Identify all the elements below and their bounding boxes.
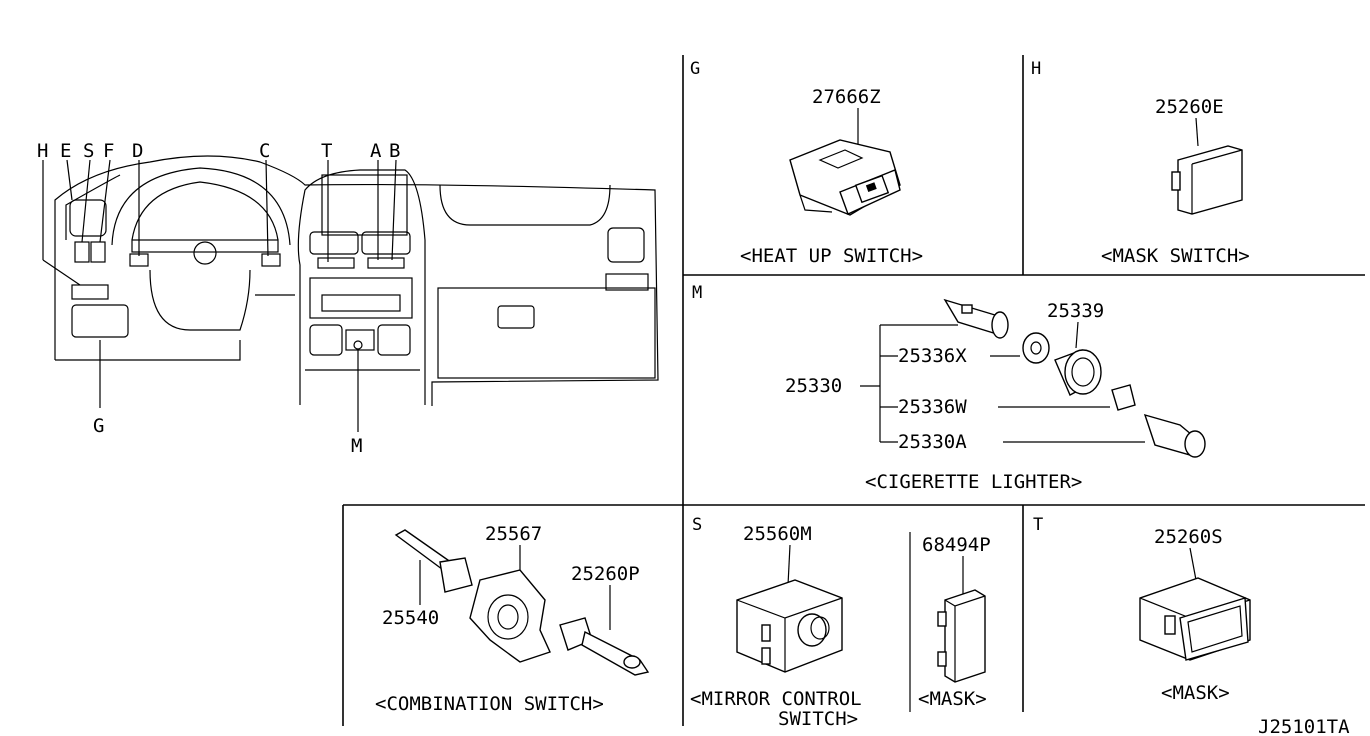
caption-mirror-control-switch: SWITCH> bbox=[778, 708, 858, 730]
panel-s-letter: S bbox=[692, 515, 702, 535]
panel-t: T 25260S <MASK> bbox=[1033, 515, 1251, 704]
part-number-25567: 25567 bbox=[485, 523, 542, 545]
panel-m-letter: M bbox=[692, 283, 702, 303]
part-number-25336w: 25336W bbox=[898, 396, 967, 418]
part-number-25336x: 25336X bbox=[898, 345, 967, 367]
panel-t-letter: T bbox=[1033, 515, 1043, 535]
panel-frame bbox=[342, 55, 1365, 726]
part-number-25260s: 25260S bbox=[1154, 526, 1223, 548]
caption-cigerette-lighter: <CIGERETTE LIGHTER> bbox=[865, 471, 1082, 493]
callout-b: B bbox=[389, 140, 400, 162]
mask-illustration-s bbox=[937, 589, 986, 683]
caption-mirror-control: <MIRROR CONTROL bbox=[690, 688, 862, 710]
panel-g: G 27666Z <HEAT UP SWITCH> bbox=[690, 59, 923, 267]
dashboard-illustration bbox=[54, 155, 659, 406]
part-number-25260e: 25260E bbox=[1155, 96, 1224, 118]
panel-s: S 25560M 68494P <MIRROR CONTROL SWITCH> … bbox=[690, 515, 991, 730]
caption-heat-up-switch: <HEAT UP SWITCH> bbox=[740, 245, 923, 267]
part-number-25330a: 25330A bbox=[898, 431, 967, 453]
dashboard-leaders bbox=[42, 159, 397, 432]
part-number-25330: 25330 bbox=[785, 375, 842, 397]
mirror-control-switch-illustration bbox=[736, 579, 843, 673]
mask-illustration-t bbox=[1139, 577, 1251, 661]
callout-h: H bbox=[37, 140, 48, 162]
combination-switch-illustration bbox=[394, 529, 650, 676]
panel-g-letter: G bbox=[690, 59, 700, 79]
diagram-id: J25101TA bbox=[1258, 716, 1350, 736]
panel-h: H 25260E <MASK SWITCH> bbox=[1031, 59, 1250, 267]
cigarette-lighter-illustration bbox=[943, 298, 1206, 458]
callout-m: M bbox=[351, 435, 362, 457]
callout-c: C bbox=[259, 140, 270, 162]
heat-up-switch-illustration bbox=[789, 139, 901, 216]
part-number-25540: 25540 bbox=[382, 607, 439, 629]
panel-h-letter: H bbox=[1031, 59, 1041, 79]
part-number-25260p: 25260P bbox=[571, 563, 640, 585]
caption-mask-s: <MASK> bbox=[918, 688, 987, 710]
callout-a: A bbox=[370, 140, 382, 162]
part-number-25339: 25339 bbox=[1047, 300, 1104, 322]
callout-f: F bbox=[103, 140, 114, 162]
dashboard-callouts: H E S F D C T A B G M bbox=[37, 140, 400, 457]
caption-mask-t: <MASK> bbox=[1161, 682, 1230, 704]
mask-switch-illustration bbox=[1171, 145, 1243, 215]
panel-m: M 25339 25330 25336X 25336W 25330A <CIG bbox=[692, 283, 1206, 493]
part-number-27666z: 27666Z bbox=[812, 86, 881, 108]
callout-t: T bbox=[321, 140, 332, 162]
panel-combination-switch: 25567 25260P 25540 <COMBINATION SWITCH> bbox=[375, 523, 650, 715]
caption-mask-switch: <MASK SWITCH> bbox=[1101, 245, 1250, 267]
callout-d: D bbox=[132, 140, 143, 162]
part-number-25560m: 25560M bbox=[743, 523, 812, 545]
caption-combination-switch: <COMBINATION SWITCH> bbox=[375, 693, 604, 715]
callout-e: E bbox=[60, 140, 71, 162]
callout-g: G bbox=[93, 415, 104, 437]
callout-s: S bbox=[83, 140, 94, 162]
part-number-68494p: 68494P bbox=[922, 534, 991, 556]
